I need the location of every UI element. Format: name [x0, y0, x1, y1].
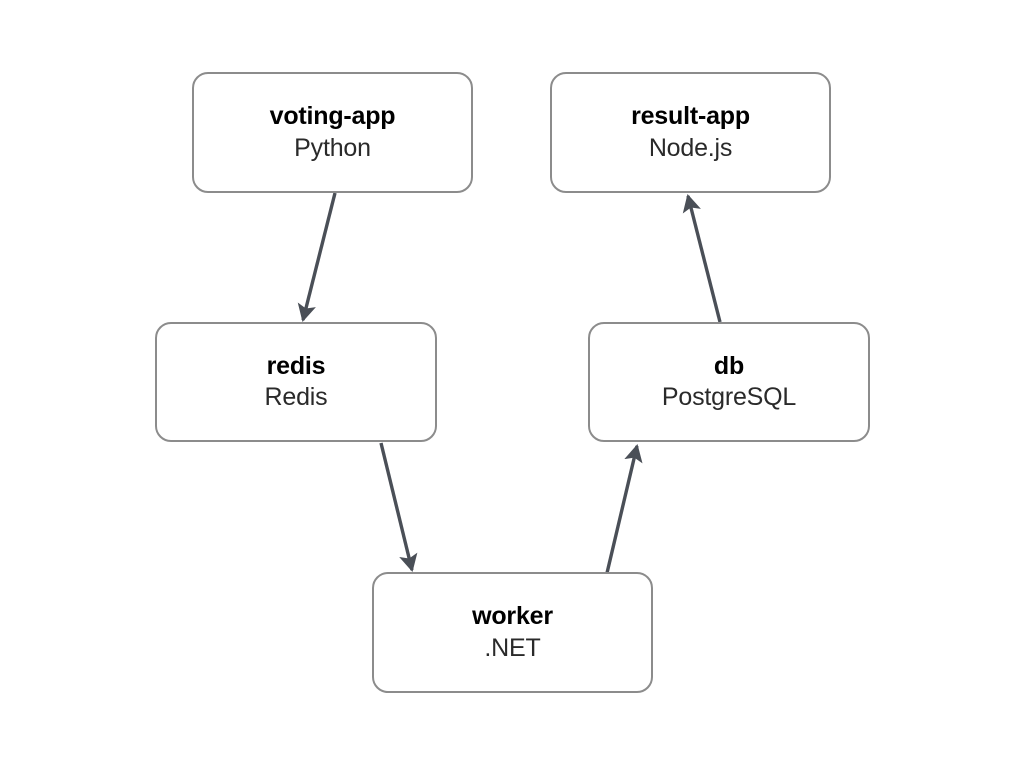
- node-db[interactable]: db PostgreSQL: [588, 322, 870, 442]
- node-subtitle: Python: [294, 133, 371, 162]
- node-title: redis: [266, 351, 326, 380]
- node-worker[interactable]: worker .NET: [372, 572, 653, 693]
- node-subtitle: .NET: [484, 633, 541, 662]
- edge-worker-to-db: [605, 444, 643, 574]
- edge-redis-to-worker: [379, 442, 418, 572]
- node-title: result-app: [631, 102, 750, 130]
- node-subtitle: Node.js: [648, 133, 733, 162]
- node-redis[interactable]: redis Redis: [155, 322, 437, 442]
- node-title: voting-app: [269, 102, 396, 130]
- node-title: db: [713, 351, 745, 380]
- node-voting-app[interactable]: voting-app Python: [192, 72, 473, 193]
- node-subtitle: PostgreSQL: [661, 383, 797, 411]
- node-title: worker: [472, 602, 553, 630]
- edge-voting-app-to-redis: [297, 192, 337, 322]
- node-result-app[interactable]: result-app Node.js: [550, 72, 831, 193]
- edge-db-to-result-app: [682, 194, 722, 323]
- node-subtitle: Redis: [264, 383, 328, 411]
